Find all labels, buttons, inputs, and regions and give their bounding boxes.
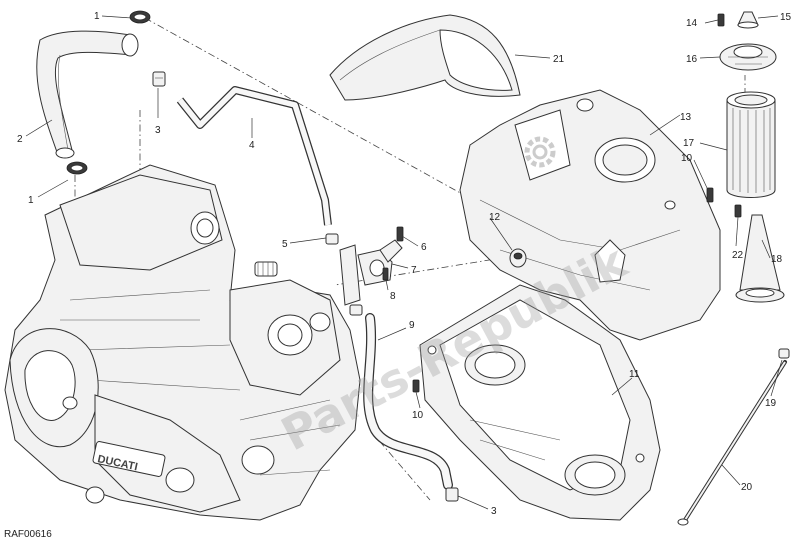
hose-clip-5 <box>325 233 363 316</box>
callout-21: 21 <box>553 54 565 65</box>
hose-clamp-lower <box>66 161 88 175</box>
callout-12: 12 <box>489 212 501 223</box>
callout-labels: 1 2 3 4 1 5 6 7 8 9 10 3 11 12 13 14 15 … <box>17 11 792 517</box>
air-filter-17 <box>726 91 776 198</box>
breather-hose <box>36 30 139 159</box>
intake-funnel-18 <box>735 214 785 303</box>
callout-7: 7 <box>411 265 417 276</box>
callout-1-upper: 1 <box>94 11 100 22</box>
screw-10-upper <box>706 187 714 203</box>
callout-16: 16 <box>686 54 698 65</box>
filter-cap-15 <box>737 11 759 29</box>
gear-icon <box>524 136 556 168</box>
callout-19: 19 <box>765 398 777 409</box>
callout-1-lower: 1 <box>28 195 34 206</box>
valve-screw-6 <box>396 226 404 242</box>
callout-9: 9 <box>409 320 415 331</box>
callout-20: 20 <box>741 482 753 493</box>
callout-14: 14 <box>686 18 698 29</box>
filter-lid-16 <box>719 43 777 71</box>
grommet <box>509 248 527 268</box>
valve-bolt-8 <box>382 267 389 281</box>
callout-5: 5 <box>282 239 288 250</box>
diagram-code: RAF00616 <box>4 529 52 540</box>
bent-pipe <box>176 86 332 226</box>
callout-18: 18 <box>771 254 783 265</box>
rubber-cover <box>329 14 521 101</box>
callout-6: 6 <box>421 242 427 253</box>
callout-2: 2 <box>17 134 23 145</box>
callout-22: 22 <box>732 250 744 261</box>
valve-bracket-7 <box>379 239 403 263</box>
hose-plug-lower <box>445 487 459 502</box>
callout-4: 4 <box>249 140 255 151</box>
callout-10-upper: 10 <box>681 153 693 164</box>
screw-22 <box>734 204 742 218</box>
hose-plug-upper <box>152 71 166 87</box>
callout-11: 11 <box>629 369 640 380</box>
long-breather-hose <box>363 313 453 490</box>
callout-17: 17 <box>683 138 695 149</box>
callout-8: 8 <box>390 291 396 302</box>
callout-3-upper: 3 <box>155 125 161 136</box>
engine-assembly: DUCATI <box>4 164 361 521</box>
callout-13: 13 <box>680 112 692 123</box>
leader-lines <box>25 15 783 510</box>
callout-15: 15 <box>780 12 792 23</box>
callout-3-lower: 3 <box>491 506 497 517</box>
hose-clamp-upper <box>129 10 151 24</box>
callout-10-lower: 10 <box>412 410 424 421</box>
rod-20 <box>677 360 787 526</box>
screw-14 <box>717 13 725 27</box>
airbox-base <box>419 284 661 521</box>
nut-19 <box>778 348 790 359</box>
